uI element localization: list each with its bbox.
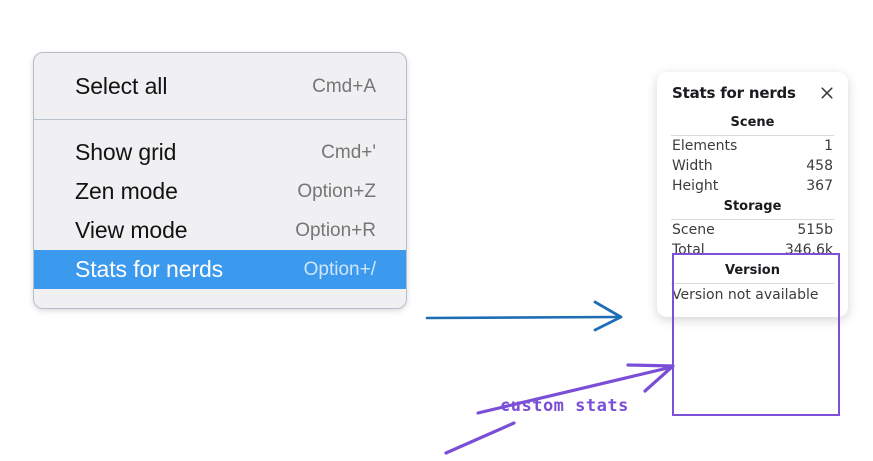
divider (671, 135, 834, 136)
menu-group-1: Select all Cmd+A (34, 53, 406, 120)
stat-key: Elements (672, 138, 738, 154)
menu-group-2: Show grid Cmd+' Zen mode Option+Z View m… (34, 120, 406, 308)
menu-item-label: Zen mode (75, 178, 178, 204)
section-title-scene: Scene (730, 115, 775, 130)
section-title-storage: Storage (723, 199, 782, 214)
menu-item-zen-mode[interactable]: Zen mode Option+Z (34, 172, 406, 211)
menu-item-label: Select all (75, 73, 168, 99)
divider (671, 283, 834, 284)
purple-arrow-annotation (444, 363, 675, 455)
stat-key: Total (672, 242, 705, 258)
menu-item-shortcut: Option+/ (303, 258, 376, 280)
custom-stats-annotation-label: custom stats (500, 396, 629, 416)
section-title-version: Version (725, 263, 780, 278)
close-icon[interactable] (819, 85, 835, 101)
menu-item-shortcut: Cmd+' (321, 141, 376, 163)
menu-item-label: View mode (75, 217, 188, 243)
stat-value: 346.6k (784, 242, 833, 258)
stat-row: Scene 515b (657, 220, 848, 240)
menu-item-shortcut: Option+Z (297, 180, 376, 202)
menu-bottom-padding (34, 289, 406, 308)
stat-row: Total 346.6k (657, 240, 848, 260)
menu-item-select-all[interactable]: Select all Cmd+A (34, 67, 406, 106)
panel-title: Stats for nerds (672, 84, 796, 102)
stat-row: Elements 1 (657, 136, 848, 156)
menu-item-show-grid[interactable]: Show grid Cmd+' (34, 133, 406, 172)
menu-item-label: Stats for nerds (75, 256, 224, 282)
stat-value: 515b (797, 222, 833, 238)
stat-value: 1 (824, 138, 833, 154)
menu-item-view-mode[interactable]: View mode Option+R (34, 211, 406, 250)
stats-for-nerds-panel[interactable]: Stats for nerds Scene Elements 1 Width 4… (657, 72, 848, 317)
stat-key: Width (672, 158, 713, 174)
menu-item-stats-for-nerds[interactable]: Stats for nerds Option+/ (34, 250, 406, 289)
menu-item-shortcut: Option+R (295, 219, 376, 241)
menu-item-label: Show grid (75, 139, 177, 165)
stat-row: Width 458 (657, 156, 848, 176)
menu-item-shortcut: Cmd+A (312, 75, 376, 97)
stats-panel-header: Stats for nerds (657, 84, 848, 102)
stat-value: 458 (806, 158, 833, 174)
stat-key: Height (672, 178, 719, 194)
context-menu[interactable]: Select all Cmd+A Show grid Cmd+' Zen mod… (33, 52, 407, 309)
stat-row: Height 367 (657, 176, 848, 196)
divider (671, 219, 834, 220)
stat-value: 367 (806, 178, 833, 194)
blue-arrow-annotation (425, 300, 623, 332)
stat-key: Scene (672, 222, 715, 238)
version-note: Version not available (672, 287, 819, 303)
